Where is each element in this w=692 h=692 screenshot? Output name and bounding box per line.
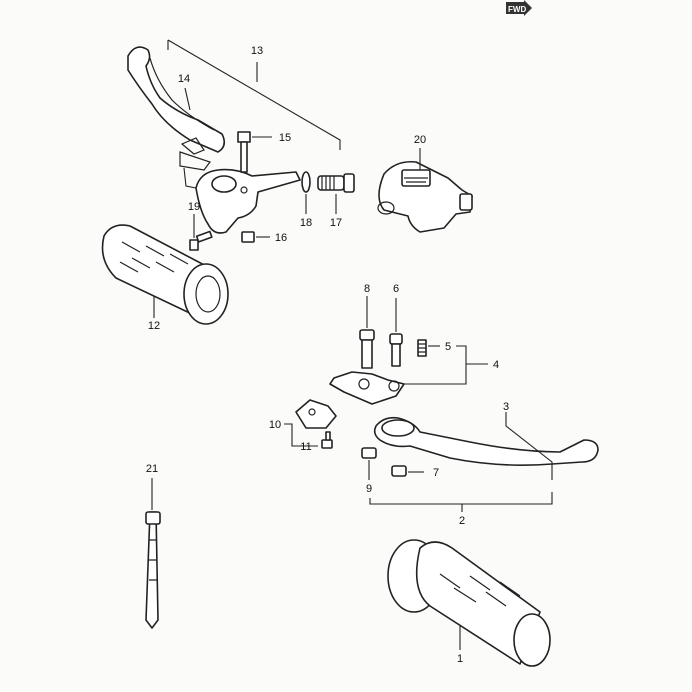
leader-14 <box>184 87 191 111</box>
part-5-spring <box>417 339 427 357</box>
callout-6: 6 <box>393 283 399 295</box>
part-9-nut <box>361 447 377 459</box>
bracket-10-11 <box>284 423 318 447</box>
fwd-direction-badge: FWD <box>506 0 532 16</box>
part-12-left-grip <box>101 224 229 325</box>
part-20-switch-housing <box>377 160 473 233</box>
callout-1: 1 <box>457 653 463 665</box>
bracket-13 <box>167 39 341 150</box>
bracket-2 <box>369 492 553 512</box>
callout-7: 7 <box>433 467 439 479</box>
callout-17: 17 <box>330 217 342 229</box>
callout-13: 13 <box>251 45 263 57</box>
fwd-badge-text: FWD <box>508 5 526 14</box>
part-10-brake-switch <box>295 399 337 429</box>
part-6-pivot-bolt <box>389 333 403 367</box>
part-13-lever-holder <box>195 168 301 234</box>
callout-11: 11 <box>300 441 311 453</box>
callout-15: 15 <box>279 132 291 144</box>
callout-10: 10 <box>269 419 281 431</box>
callout-2: 2 <box>459 515 465 527</box>
part-15-pivot-bolt <box>237 131 251 173</box>
callout-8: 8 <box>364 283 370 295</box>
part-21-band <box>145 511 161 629</box>
callout-5: 5 <box>445 341 451 353</box>
part-17-cable-adjuster <box>317 173 355 193</box>
callout-20: 20 <box>414 134 426 146</box>
part-13-pivot-boss <box>211 175 237 193</box>
part-16-nut <box>241 231 255 243</box>
callout-3: 3 <box>503 401 509 413</box>
part-18-washer <box>301 171 311 193</box>
leader-3 <box>505 412 553 480</box>
callout-12: 12 <box>148 320 160 332</box>
part-11-screw <box>321 431 333 449</box>
part-8-pivot-pin <box>359 329 375 369</box>
callout-18: 18 <box>300 217 312 229</box>
part-1-right-grip <box>387 539 551 667</box>
part-19-screw <box>189 230 213 251</box>
callout-14: 14 <box>178 73 190 85</box>
callout-21: 21 <box>146 463 158 475</box>
callout-4: 4 <box>493 359 499 371</box>
part-7-nut <box>391 465 407 477</box>
callout-9: 9 <box>366 483 372 495</box>
part-14-clutch-lever-blade <box>127 46 226 153</box>
callout-19: 19 <box>188 201 200 213</box>
callout-16: 16 <box>275 232 287 244</box>
bracket-4 <box>402 345 488 385</box>
